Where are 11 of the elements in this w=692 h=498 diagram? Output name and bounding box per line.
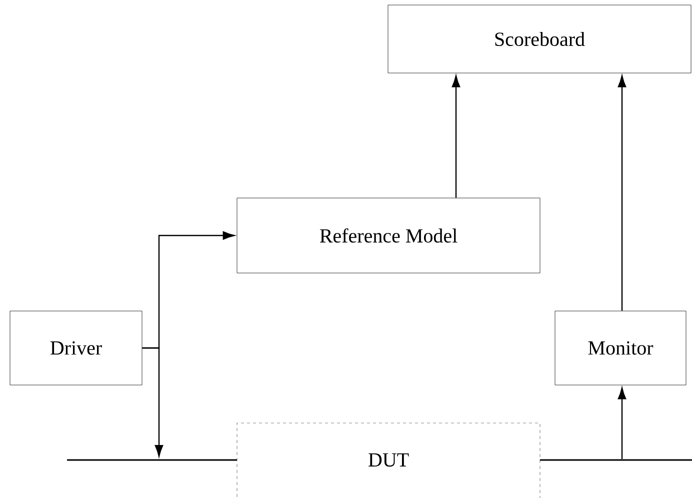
bus-line	[540, 459, 692, 461]
arrow	[142, 347, 164, 457]
arrow	[452, 75, 460, 198]
arrow	[618, 387, 626, 460]
driver-box: Driver	[10, 310, 142, 386]
monitor-box: Monitor	[554, 310, 686, 386]
arrow	[618, 75, 626, 311]
scoreboard-box: Scoreboard	[388, 4, 692, 74]
bus-line	[67, 459, 237, 461]
reference-model-box: Reference Model	[236, 198, 540, 274]
dut-box: DUT	[236, 422, 540, 498]
